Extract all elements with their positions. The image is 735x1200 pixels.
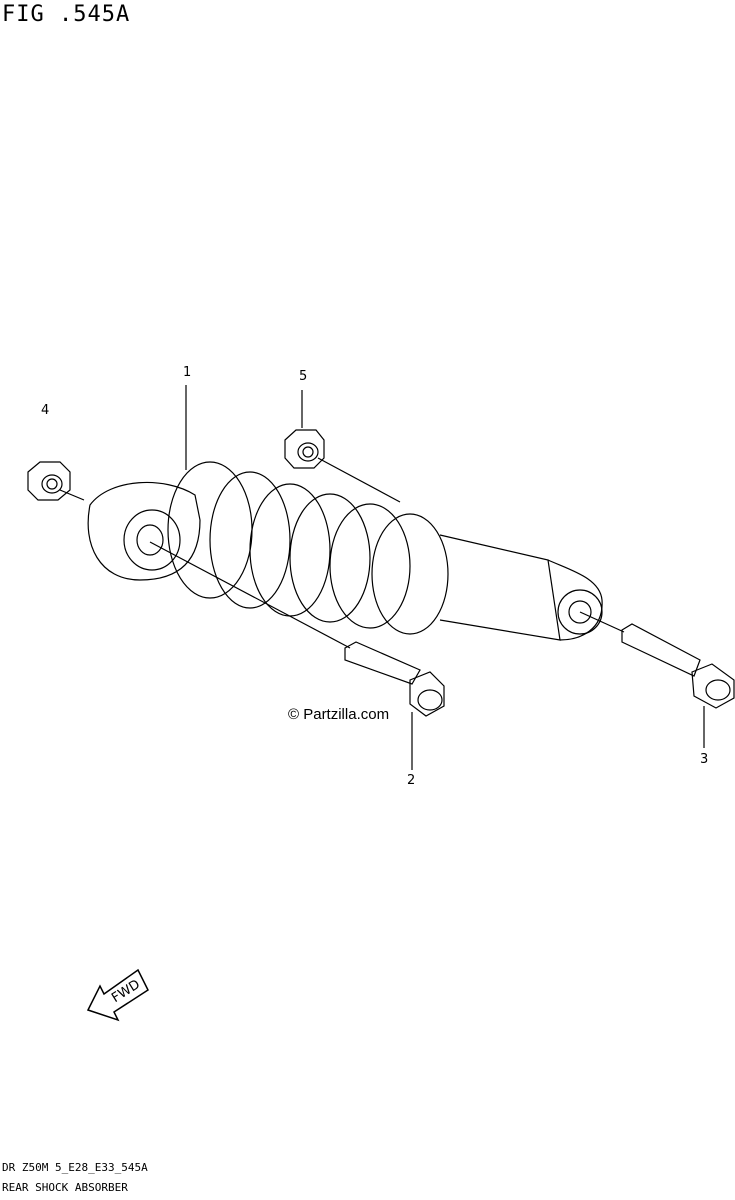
fwd-arrow-icon (86, 968, 149, 1022)
callout-3: 3 (700, 752, 709, 767)
leader-line-2 (149, 541, 351, 649)
shock-body (439, 534, 603, 641)
leader-line-3 (579, 611, 625, 633)
callout-2: 2 (407, 773, 416, 788)
leader-line-4-to-shock (59, 489, 85, 501)
callout-4: 4 (41, 403, 50, 418)
fwd-arrow-label: FWD (109, 977, 143, 1006)
bolt-3-drawing (621, 623, 735, 709)
footer-code: DR Z50M 5_E28_E33_545A (2, 1161, 148, 1174)
partzilla-watermark: © Partzilla.com (288, 706, 390, 723)
nut-4-drawing (27, 461, 71, 501)
callout-5: 5 (299, 369, 308, 384)
callout-1: 1 (183, 365, 192, 380)
footer-caption: REAR SHOCK ABSORBER (2, 1181, 128, 1194)
bolt-2-drawing (344, 641, 445, 717)
leader-line-5-to-shock (317, 457, 401, 503)
shock-upper-eye (87, 481, 201, 581)
spring-coils (167, 461, 449, 635)
figure-title: FIG .545A (2, 2, 131, 27)
nut-5-drawing (284, 429, 325, 469)
